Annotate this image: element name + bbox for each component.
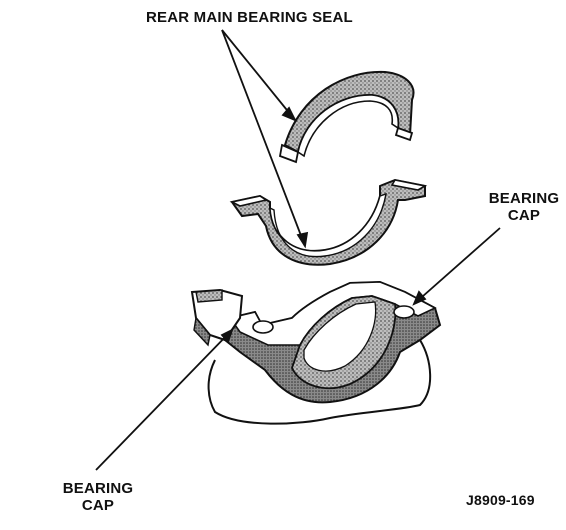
cap-left-arrowhead xyxy=(220,328,234,344)
seal-leader-lower xyxy=(221,29,306,247)
lower-seal-half xyxy=(229,178,428,266)
label-bearing-cap-right-line2: CAP xyxy=(507,207,541,224)
cap-right-leader xyxy=(413,227,501,305)
seal-leader-upper xyxy=(221,29,296,121)
upper-seal-half xyxy=(278,70,415,164)
cap-left-leader xyxy=(95,329,233,471)
label-rear-main-bearing-seal: REAR MAIN BEARING SEAL xyxy=(146,9,353,26)
label-bearing-cap-right: BEARING CAP xyxy=(484,190,564,224)
cap-right-arrowhead xyxy=(412,290,427,306)
seal-arrowhead-upper xyxy=(281,106,297,122)
figure-id: J8909-169 xyxy=(466,492,535,508)
label-bearing-cap-left-line2: CAP xyxy=(81,497,115,514)
seal-arrowhead-lower xyxy=(296,231,309,249)
bearing-cap-assembly xyxy=(190,280,442,425)
leader-lines xyxy=(95,29,501,471)
label-bearing-cap-left-line1: BEARING xyxy=(62,480,134,497)
label-bearing-cap-left: BEARING CAP xyxy=(58,480,138,514)
label-bearing-cap-right-line1: BEARING xyxy=(488,190,560,207)
